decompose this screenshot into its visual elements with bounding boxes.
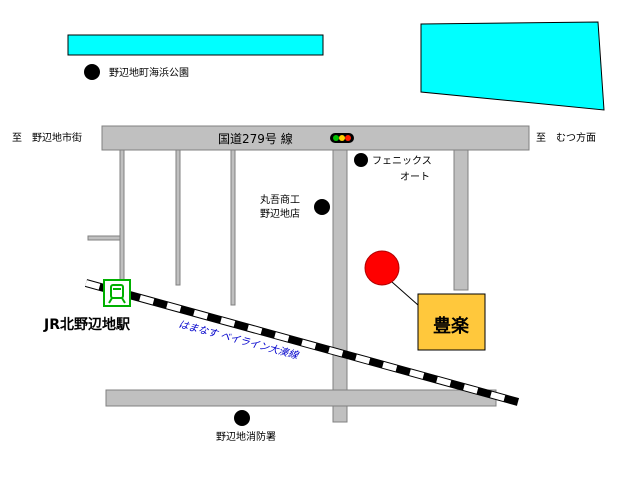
station-label: JR北野辺地駅: [43, 316, 131, 333]
destination-callout: [417, 293, 486, 351]
maruyoshi-label-line1: 丸吾商工: [260, 193, 300, 206]
destination-marker-icon: [364, 250, 400, 286]
train-icon: [103, 279, 131, 307]
destination-label: 豊楽: [433, 315, 470, 337]
direction-to-mutsu: 至 むつ方面: [536, 131, 596, 144]
side-road-1: [119, 149, 125, 286]
coast-water-strip: [67, 34, 324, 56]
main-north-south-road: [332, 149, 348, 423]
side-road-3: [230, 149, 236, 306]
fire-station-marker-icon: [234, 410, 250, 426]
route-279-label: 国道279号 線: [218, 131, 293, 146]
phoenix-auto-label-line2: オート: [400, 171, 430, 183]
phoenix-auto-label-line1: フェニックス: [372, 155, 432, 167]
phoenix-auto-marker-icon: [354, 153, 368, 167]
east-side-road: [453, 149, 469, 291]
bay-water-area: [420, 21, 605, 111]
park-marker-icon: [84, 64, 100, 80]
maruyoshi-label-line2: 野辺地店: [260, 207, 300, 220]
south-road: [105, 389, 497, 407]
railway-line: [84, 279, 520, 406]
fire-station-label: 野辺地消防署: [216, 430, 276, 443]
side-road-2: [175, 149, 181, 286]
destination-callout-pointer: [391, 281, 419, 306]
park-label: 野辺地町海浜公園: [109, 66, 189, 79]
direction-to-noheji-city: 至 野辺地市街: [12, 131, 82, 144]
traffic-light-icon: [330, 133, 354, 143]
side-road-stub: [87, 235, 121, 241]
maruyoshi-marker-icon: [314, 199, 330, 215]
route-279-road: [101, 125, 530, 151]
